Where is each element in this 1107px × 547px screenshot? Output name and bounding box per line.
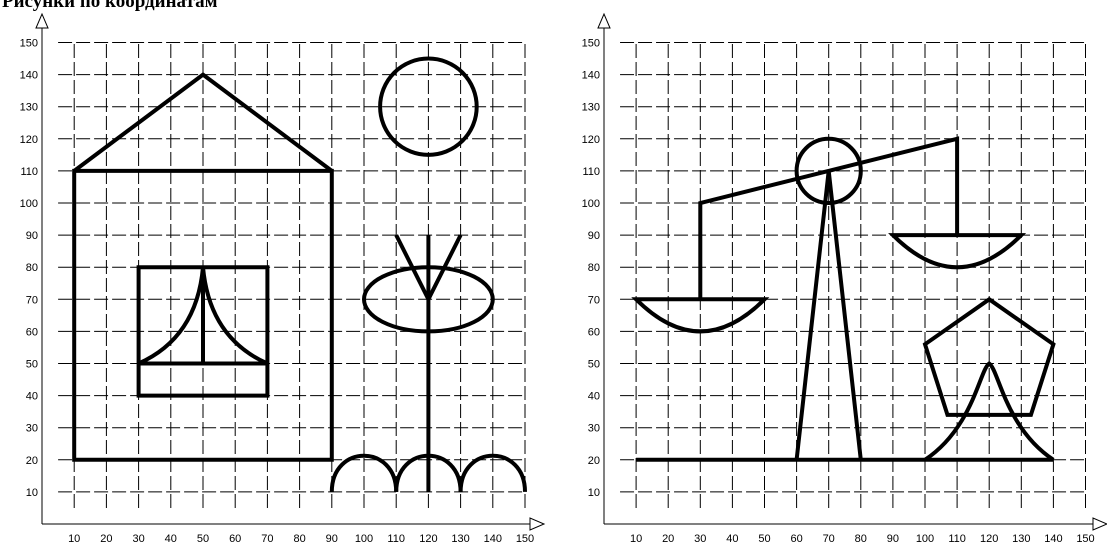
x-tick-label: 150: [1076, 533, 1094, 545]
y-tick-label: 40: [588, 391, 600, 403]
x-tick-label: 110: [387, 533, 405, 545]
right-grid-panel: 10 20 30 40 50 60 70 80 90 100 110 120 130 140 150 10 20…: [582, 14, 1107, 545]
x-tick-label: 120: [419, 533, 437, 545]
x-tick-label: 120: [980, 533, 998, 545]
x-axis-arrow-icon: [530, 518, 544, 530]
y-tick-label: 40: [26, 391, 38, 403]
y-tick-label: 20: [588, 455, 600, 467]
x-tick-label: 140: [1044, 533, 1062, 545]
y-tick-label: 20: [26, 455, 38, 467]
x-tick-label: 90: [326, 533, 338, 545]
y-tick-label: 120: [582, 134, 600, 146]
x-tick-label: 30: [694, 533, 706, 545]
x-tick-label: 20: [100, 533, 112, 545]
x-tick-label: 150: [516, 533, 534, 545]
y-tick-label: 70: [26, 294, 38, 306]
y-tick-label: 60: [588, 326, 600, 338]
y-tick-label: 100: [582, 198, 600, 210]
left-grid-panel: 10 20 30 40 50 60 70 80 90 100 110 120 130 140 150 10 20…: [20, 14, 544, 545]
x-tick-label: 100: [916, 533, 934, 545]
y-tick-label: 110: [582, 166, 600, 178]
y-tick-label: 90: [26, 230, 38, 242]
x-tick-label: 30: [132, 533, 144, 545]
y-axis-arrow-icon: [36, 14, 48, 28]
y-tick-label: 50: [588, 359, 600, 371]
x-tick-label: 50: [758, 533, 770, 545]
x-tick-label: 100: [355, 533, 373, 545]
y-tick-label: 150: [20, 38, 38, 50]
y-tick-label: 80: [26, 262, 38, 274]
y-tick-label: 10: [26, 487, 38, 499]
y-tick-label: 80: [588, 262, 600, 274]
x-axis-arrow-icon: [1093, 518, 1107, 530]
x-tick-label: 80: [855, 533, 867, 545]
x-tick-label: 70: [261, 533, 273, 545]
x-tick-label: 50: [197, 533, 209, 545]
y-tick-label: 90: [588, 230, 600, 242]
y-tick-label: 30: [26, 423, 38, 435]
x-tick-label: 110: [948, 533, 966, 545]
x-tick-label: 20: [662, 533, 674, 545]
y-tick-label: 140: [20, 70, 38, 82]
y-tick-label: 150: [582, 38, 600, 50]
x-tick-label: 10: [630, 533, 642, 545]
x-tick-label: 90: [887, 533, 899, 545]
x-tick-label: 40: [165, 533, 177, 545]
x-tick-label: 40: [726, 533, 738, 545]
y-tick-label: 30: [588, 423, 600, 435]
x-tick-label: 140: [484, 533, 502, 545]
y-tick-label: 110: [20, 166, 38, 178]
y-axis-arrow-icon: [598, 14, 610, 28]
y-tick-label: 60: [26, 326, 38, 338]
x-tick-label: 130: [1012, 533, 1030, 545]
y-tick-label: 130: [20, 102, 38, 114]
y-tick-label: 140: [582, 70, 600, 82]
y-tick-label: 50: [26, 359, 38, 371]
x-tick-label: 10: [68, 533, 80, 545]
y-tick-label: 70: [588, 294, 600, 306]
x-tick-label: 60: [790, 533, 802, 545]
y-tick-label: 100: [20, 198, 38, 210]
x-tick-label: 70: [823, 533, 835, 545]
x-tick-label: 80: [293, 533, 305, 545]
x-tick-label: 130: [451, 533, 469, 545]
y-tick-label: 120: [20, 134, 38, 146]
y-tick-label: 10: [588, 487, 600, 499]
y-tick-label: 130: [582, 102, 600, 114]
x-tick-label: 60: [229, 533, 241, 545]
